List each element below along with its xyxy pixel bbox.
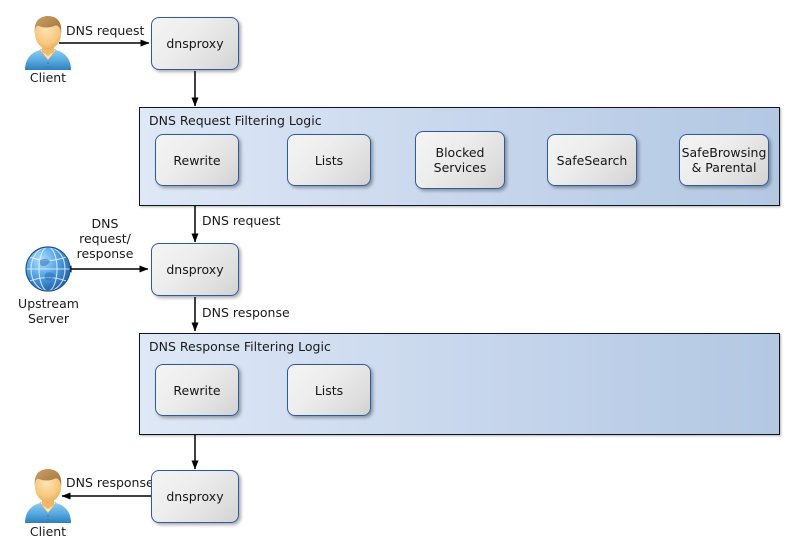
stage-rewrite-response[interactable]: Rewrite [155,364,239,416]
stage-blocked-services[interactable]: Blocked Services [415,131,505,189]
stage-lists-response[interactable]: Lists [287,364,371,416]
stage-rewrite-request-label: Rewrite [173,152,221,168]
stage-lists-request-label: Lists [314,152,344,168]
stage-safesearch-label: SafeSearch [556,152,628,168]
group-request-filtering-title: DNS Request Filtering Logic [149,113,322,128]
edge-label-proxy-to-client: DNS response [66,475,154,490]
globe-icon [25,246,71,292]
edge-label-client-to-proxy: DNS request [66,23,145,38]
dnsproxy-bottom[interactable]: dnsproxy [151,470,239,523]
stage-lists-request[interactable]: Lists [287,134,371,186]
user-icon [25,469,71,523]
stage-safesearch[interactable]: SafeSearch [547,134,637,186]
client-bottom-label: Client [29,524,67,539]
stage-rewrite-request[interactable]: Rewrite [155,134,239,186]
user-icon [25,16,71,70]
dnsproxy-middle-label: dnsproxy [166,262,224,277]
stage-safebrowsing-parental[interactable]: SafeBrowsing & Parental [679,134,769,186]
stage-safebrowsing-parental-label: SafeBrowsing & Parental [681,145,767,175]
client-top-label: Client [29,70,67,85]
stage-lists-response-label: Lists [314,382,344,398]
group-response-filtering-title: DNS Response Filtering Logic [149,339,331,354]
group-response-filtering: DNS Response Filtering Logic [139,333,780,435]
dnsproxy-top-label: dnsproxy [166,36,224,51]
edge-label-proxy-to-request-filtering: DNS request [202,213,281,228]
upstream-server-label: Upstream Server [18,296,79,326]
dnsproxy-top[interactable]: dnsproxy [151,17,239,70]
stage-rewrite-response-label: Rewrite [173,382,221,398]
stage-blocked-services-label: Blocked Services [433,145,487,175]
edge-label-upstream-exchange: DNS request/ response [76,216,134,261]
dnsproxy-middle[interactable]: dnsproxy [151,243,239,296]
edge-label-proxy-to-response-filtering: DNS response [202,305,290,320]
dnsproxy-bottom-label: dnsproxy [166,489,224,504]
